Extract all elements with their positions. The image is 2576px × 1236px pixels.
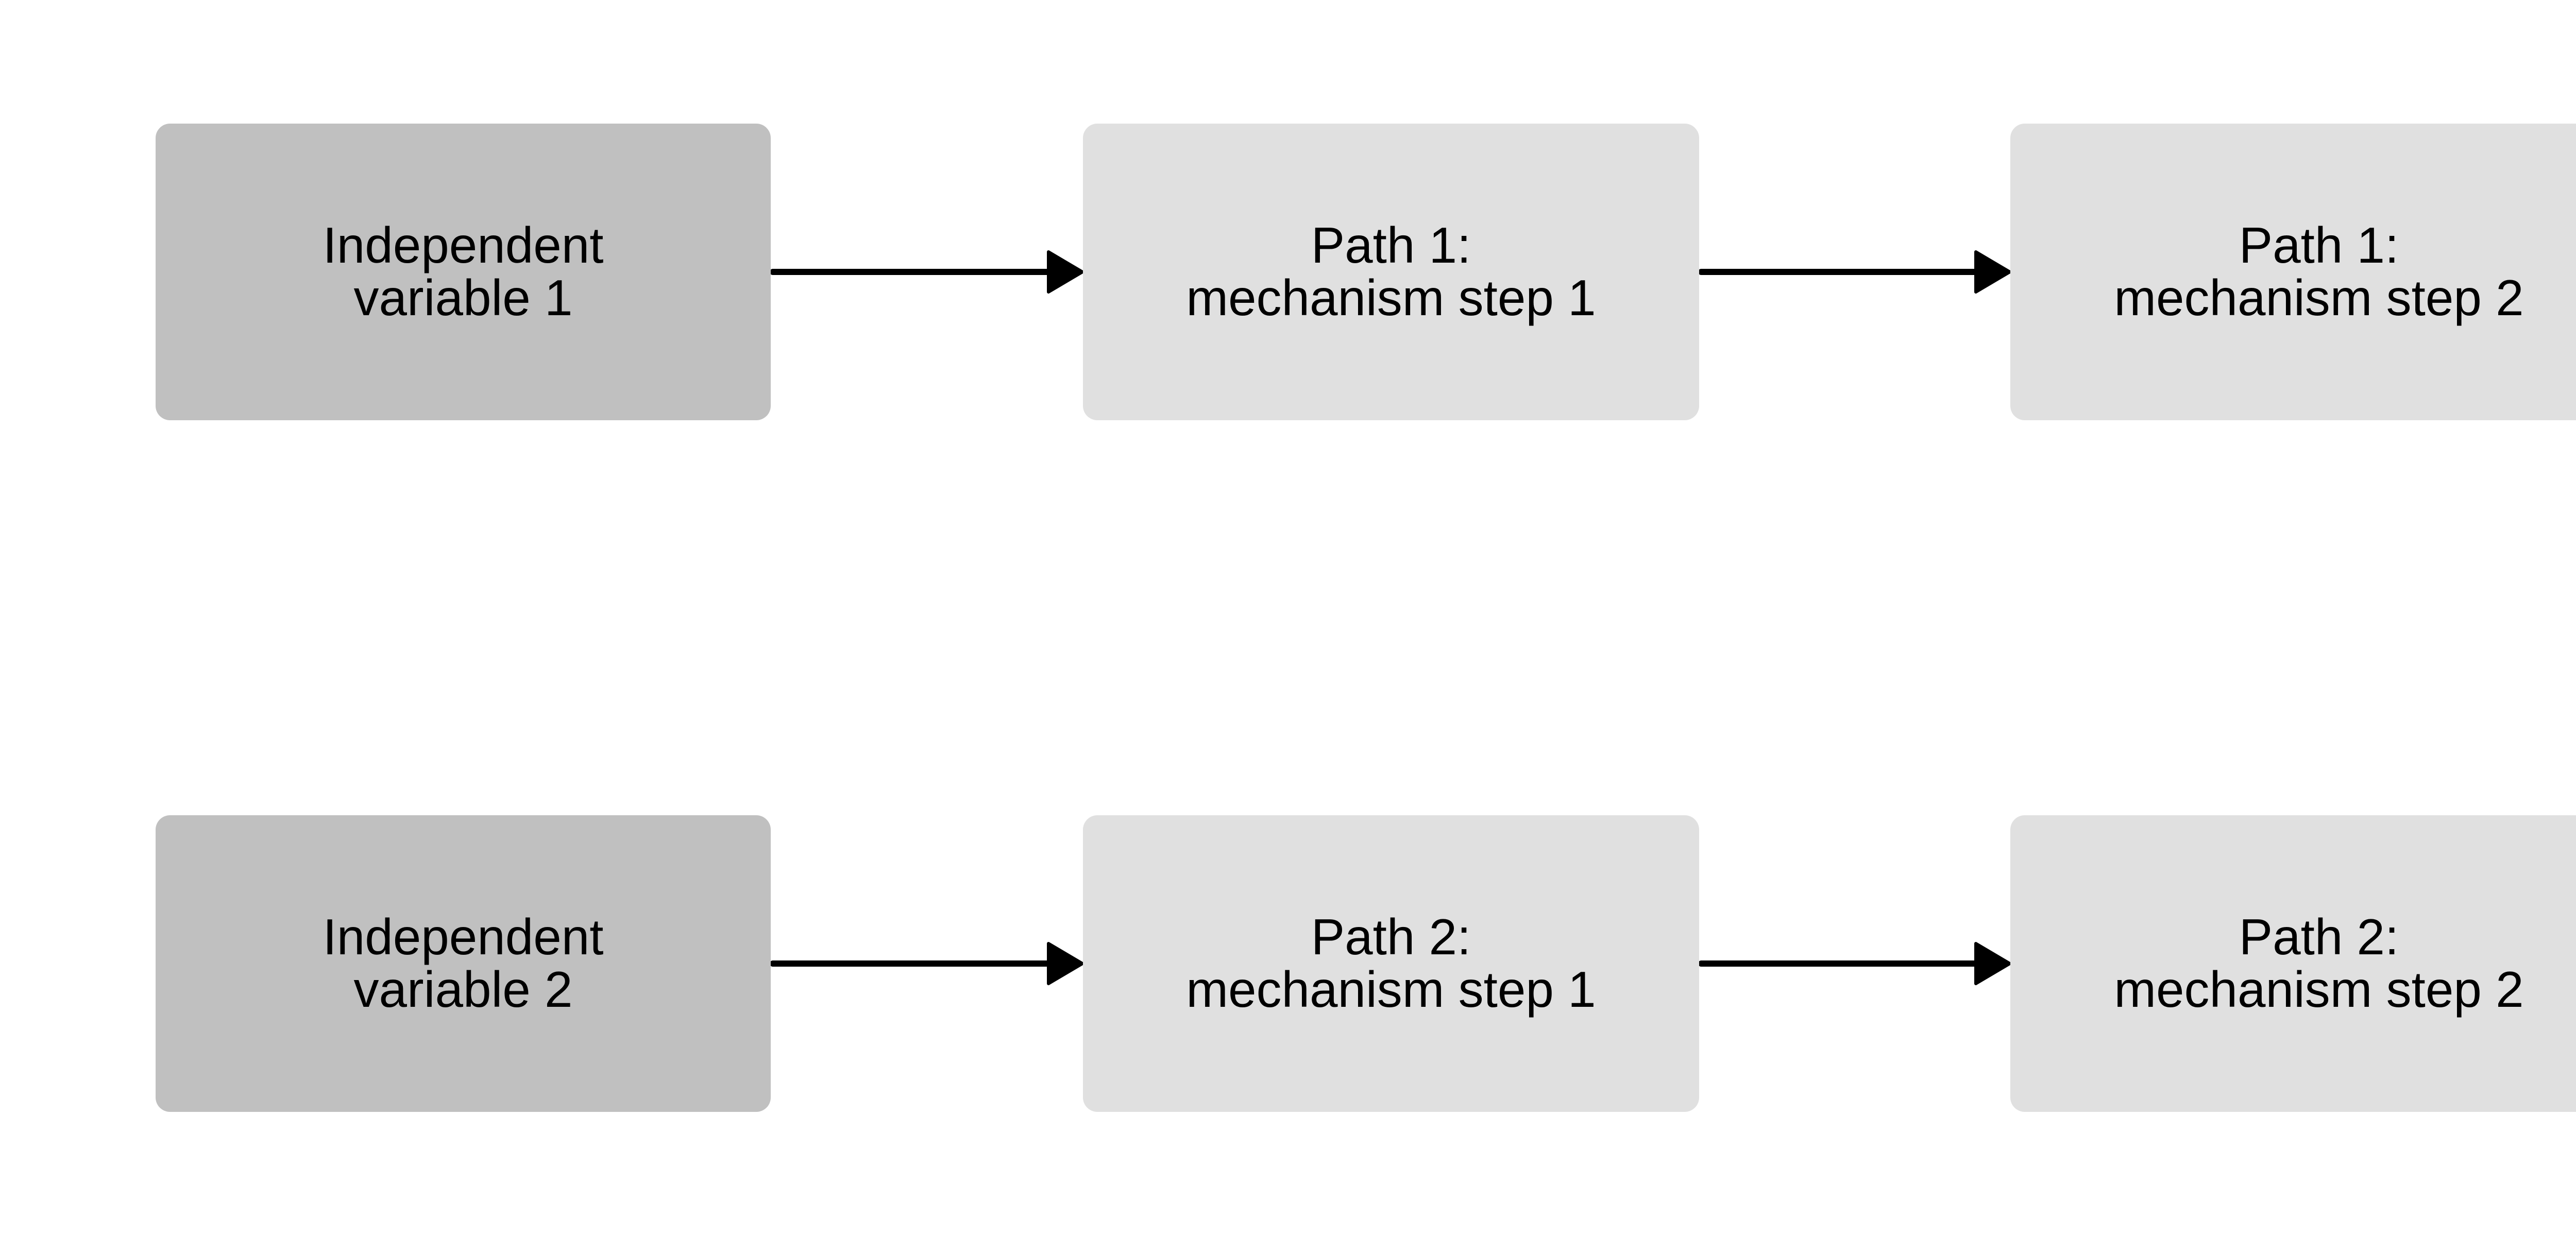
node-label: Path 2: mechanism step 2 (2114, 908, 2524, 1018)
node-label: Path 1: mechanism step 2 (2114, 217, 2524, 326)
node-path1-mechanism-step-1: Path 1: mechanism step 1 (1083, 124, 1699, 420)
node-label: Independent variable 1 (323, 217, 604, 326)
node-path2-mechanism-step-2: Path 2: mechanism step 2 (2010, 815, 2576, 1112)
node-independent-variable-2: Independent variable 2 (156, 815, 771, 1112)
node-label: Path 1: mechanism step 1 (1186, 217, 1596, 326)
node-label: Path 2: mechanism step 1 (1186, 908, 1596, 1018)
node-path2-mechanism-step-1: Path 2: mechanism step 1 (1083, 815, 1699, 1112)
node-independent-variable-1: Independent variable 1 (156, 124, 771, 420)
node-label: Independent variable 2 (323, 908, 604, 1018)
node-path1-mechanism-step-2: Path 1: mechanism step 2 (2010, 124, 2576, 420)
